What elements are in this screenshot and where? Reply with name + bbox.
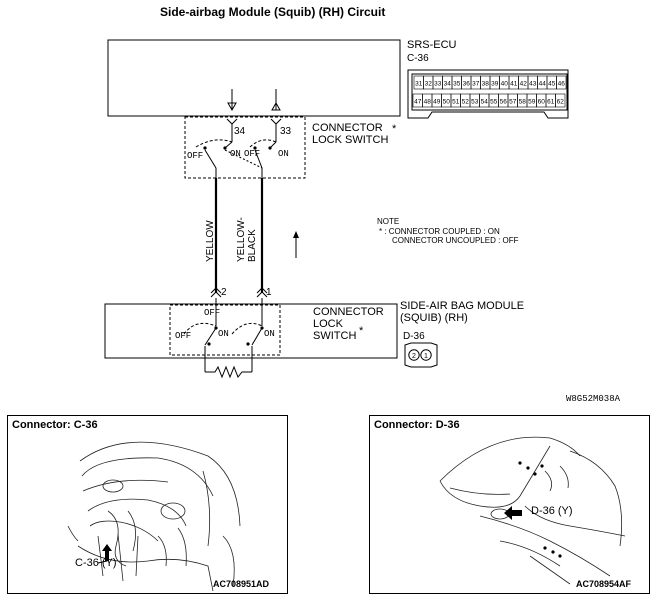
ecu-pin-label: 41 <box>510 81 518 88</box>
ecu-pin-label: 36 <box>463 81 471 88</box>
module-switch-off-label: OFF <box>204 308 221 318</box>
ecu-pin-label: 45 <box>548 81 556 88</box>
ecu-pin-label: 46 <box>558 81 566 88</box>
seat-illustration <box>439 436 626 585</box>
srs-ecu-box <box>107 39 401 117</box>
switch-off-label: OFF <box>187 151 204 161</box>
module-lock-switch-line2: LOCK <box>313 318 343 330</box>
module-connector-label: D-36 <box>403 331 425 342</box>
dashboard-illustration <box>67 441 241 592</box>
module-lock-switch-box <box>169 304 281 356</box>
ecu-pin-label: 40 <box>501 81 509 88</box>
module-box <box>104 303 398 359</box>
module-switch-on-label: ON <box>264 329 275 339</box>
callout-arrow-icon <box>504 506 522 520</box>
ecu-name: SRS-ECU <box>407 39 457 51</box>
ecu-pin-label: 35 <box>453 81 461 88</box>
photo-callout: C-36 (Y) <box>75 557 117 569</box>
ecu-pin-label: 37 <box>472 81 480 88</box>
ecu-pin-cell <box>556 75 567 90</box>
ecu-pin-label: 53 <box>471 99 479 106</box>
photo-panel-d36: Connector: D-36 D-36 (Y) AC708954AF <box>369 415 650 594</box>
module-switch-off-label: OFF <box>175 331 192 341</box>
module-lock-switch-title: CONNECTOR <box>313 306 384 318</box>
photo-code: AC708954AF <box>576 579 632 589</box>
photo-callout: D-36 (Y) <box>531 505 573 517</box>
ecu-pin-label: 34 <box>444 81 452 88</box>
ecu-pin-label: 56 <box>500 99 508 106</box>
terminal-2: 2 <box>221 287 227 298</box>
ecu-pin-label: 61 <box>547 99 555 106</box>
ecu-pin-cell <box>555 93 566 108</box>
ecu-pin-label: 32 <box>425 81 433 88</box>
wire-yellow-label: YELLOW <box>205 220 216 262</box>
module-name-sub: (SQUIB) (RH) <box>400 312 468 324</box>
ecu-pin-label: 49 <box>433 99 441 106</box>
switch-on-label: ON <box>230 149 241 159</box>
ecu-pin-label: 52 <box>462 99 470 106</box>
module-switch-on-label: ON <box>218 329 229 339</box>
note-heading: NOTE <box>377 217 400 226</box>
ecu-pin-label: 31 <box>415 81 423 88</box>
switch-off-label: OFF <box>244 149 261 159</box>
ecu-pin-label: 42 <box>520 81 528 88</box>
ecu-lock-switch-title: CONNECTOR <box>312 122 383 134</box>
ecu-pin-label: 55 <box>490 99 498 106</box>
squib-resistor-icon <box>205 365 252 379</box>
terminal-34: 34 <box>234 126 246 137</box>
module-lock-switch-star: * <box>359 325 364 337</box>
ecu-pin-label: 48 <box>424 99 432 106</box>
note-line-2: CONNECTOR UNCOUPLED : OFF <box>392 236 519 245</box>
ecu-lock-switch-subtitle: LOCK SWITCH <box>312 134 389 146</box>
ecu-pin-label: 38 <box>482 81 490 88</box>
photo-code: AC708951AD <box>213 579 270 589</box>
photo-panel-c36: Connector: C-36 C-36 (Y) AC708951AD <box>7 415 288 594</box>
wire-yellow-black-label: YELLOW-BLACK <box>236 217 258 262</box>
figure-code: W8G52M038A <box>566 394 621 404</box>
module-pin: 1 <box>424 353 428 360</box>
current-arrow-icon <box>293 231 299 238</box>
ecu-arrow-down-icon <box>227 102 237 112</box>
callout-arrow-icon <box>102 544 112 561</box>
module-lock-switch-line3: SWITCH <box>313 330 357 342</box>
ecu-pin-label: 39 <box>491 81 499 88</box>
ecu-pin-label: 44 <box>539 81 547 88</box>
ecu-pin-label: 50 <box>443 99 451 106</box>
page-title: Side-airbag Module (Squib) (RH) Circuit <box>160 5 386 19</box>
ecu-lock-switch-box <box>184 116 306 179</box>
module-name: SIDE-AIR BAG MODULE <box>400 300 525 312</box>
ecu-pin-label: 43 <box>529 81 537 88</box>
ecu-pin-label: 57 <box>509 99 517 106</box>
photo-title: Connector: C-36 <box>12 419 98 431</box>
ecu-connector-label: C-36 <box>407 53 429 64</box>
ecu-pin-label: 58 <box>519 99 527 106</box>
ecu-pin-label: 33 <box>434 81 442 88</box>
photo-title: Connector: D-36 <box>374 419 460 431</box>
switch-on-label: ON <box>278 149 289 159</box>
terminal-33: 33 <box>280 126 292 137</box>
module-pin: 2 <box>412 353 416 360</box>
note-line-1: * : CONNECTOR COUPLED : ON <box>379 227 500 236</box>
ecu-pin-label: 62 <box>557 99 565 106</box>
ecu-pin-label: 59 <box>528 99 536 106</box>
terminal-1: 1 <box>266 287 272 298</box>
ecu-pin-label: 51 <box>452 99 460 106</box>
ecu-pin-label: 47 <box>414 99 422 106</box>
ecu-pin-label: 54 <box>481 99 489 106</box>
ecu-pin-label: 60 <box>538 99 546 106</box>
ecu-arrow-up-icon <box>271 101 281 111</box>
module-connector-face: 2 1 <box>404 342 438 368</box>
ecu-lock-switch-star: * <box>392 123 397 135</box>
